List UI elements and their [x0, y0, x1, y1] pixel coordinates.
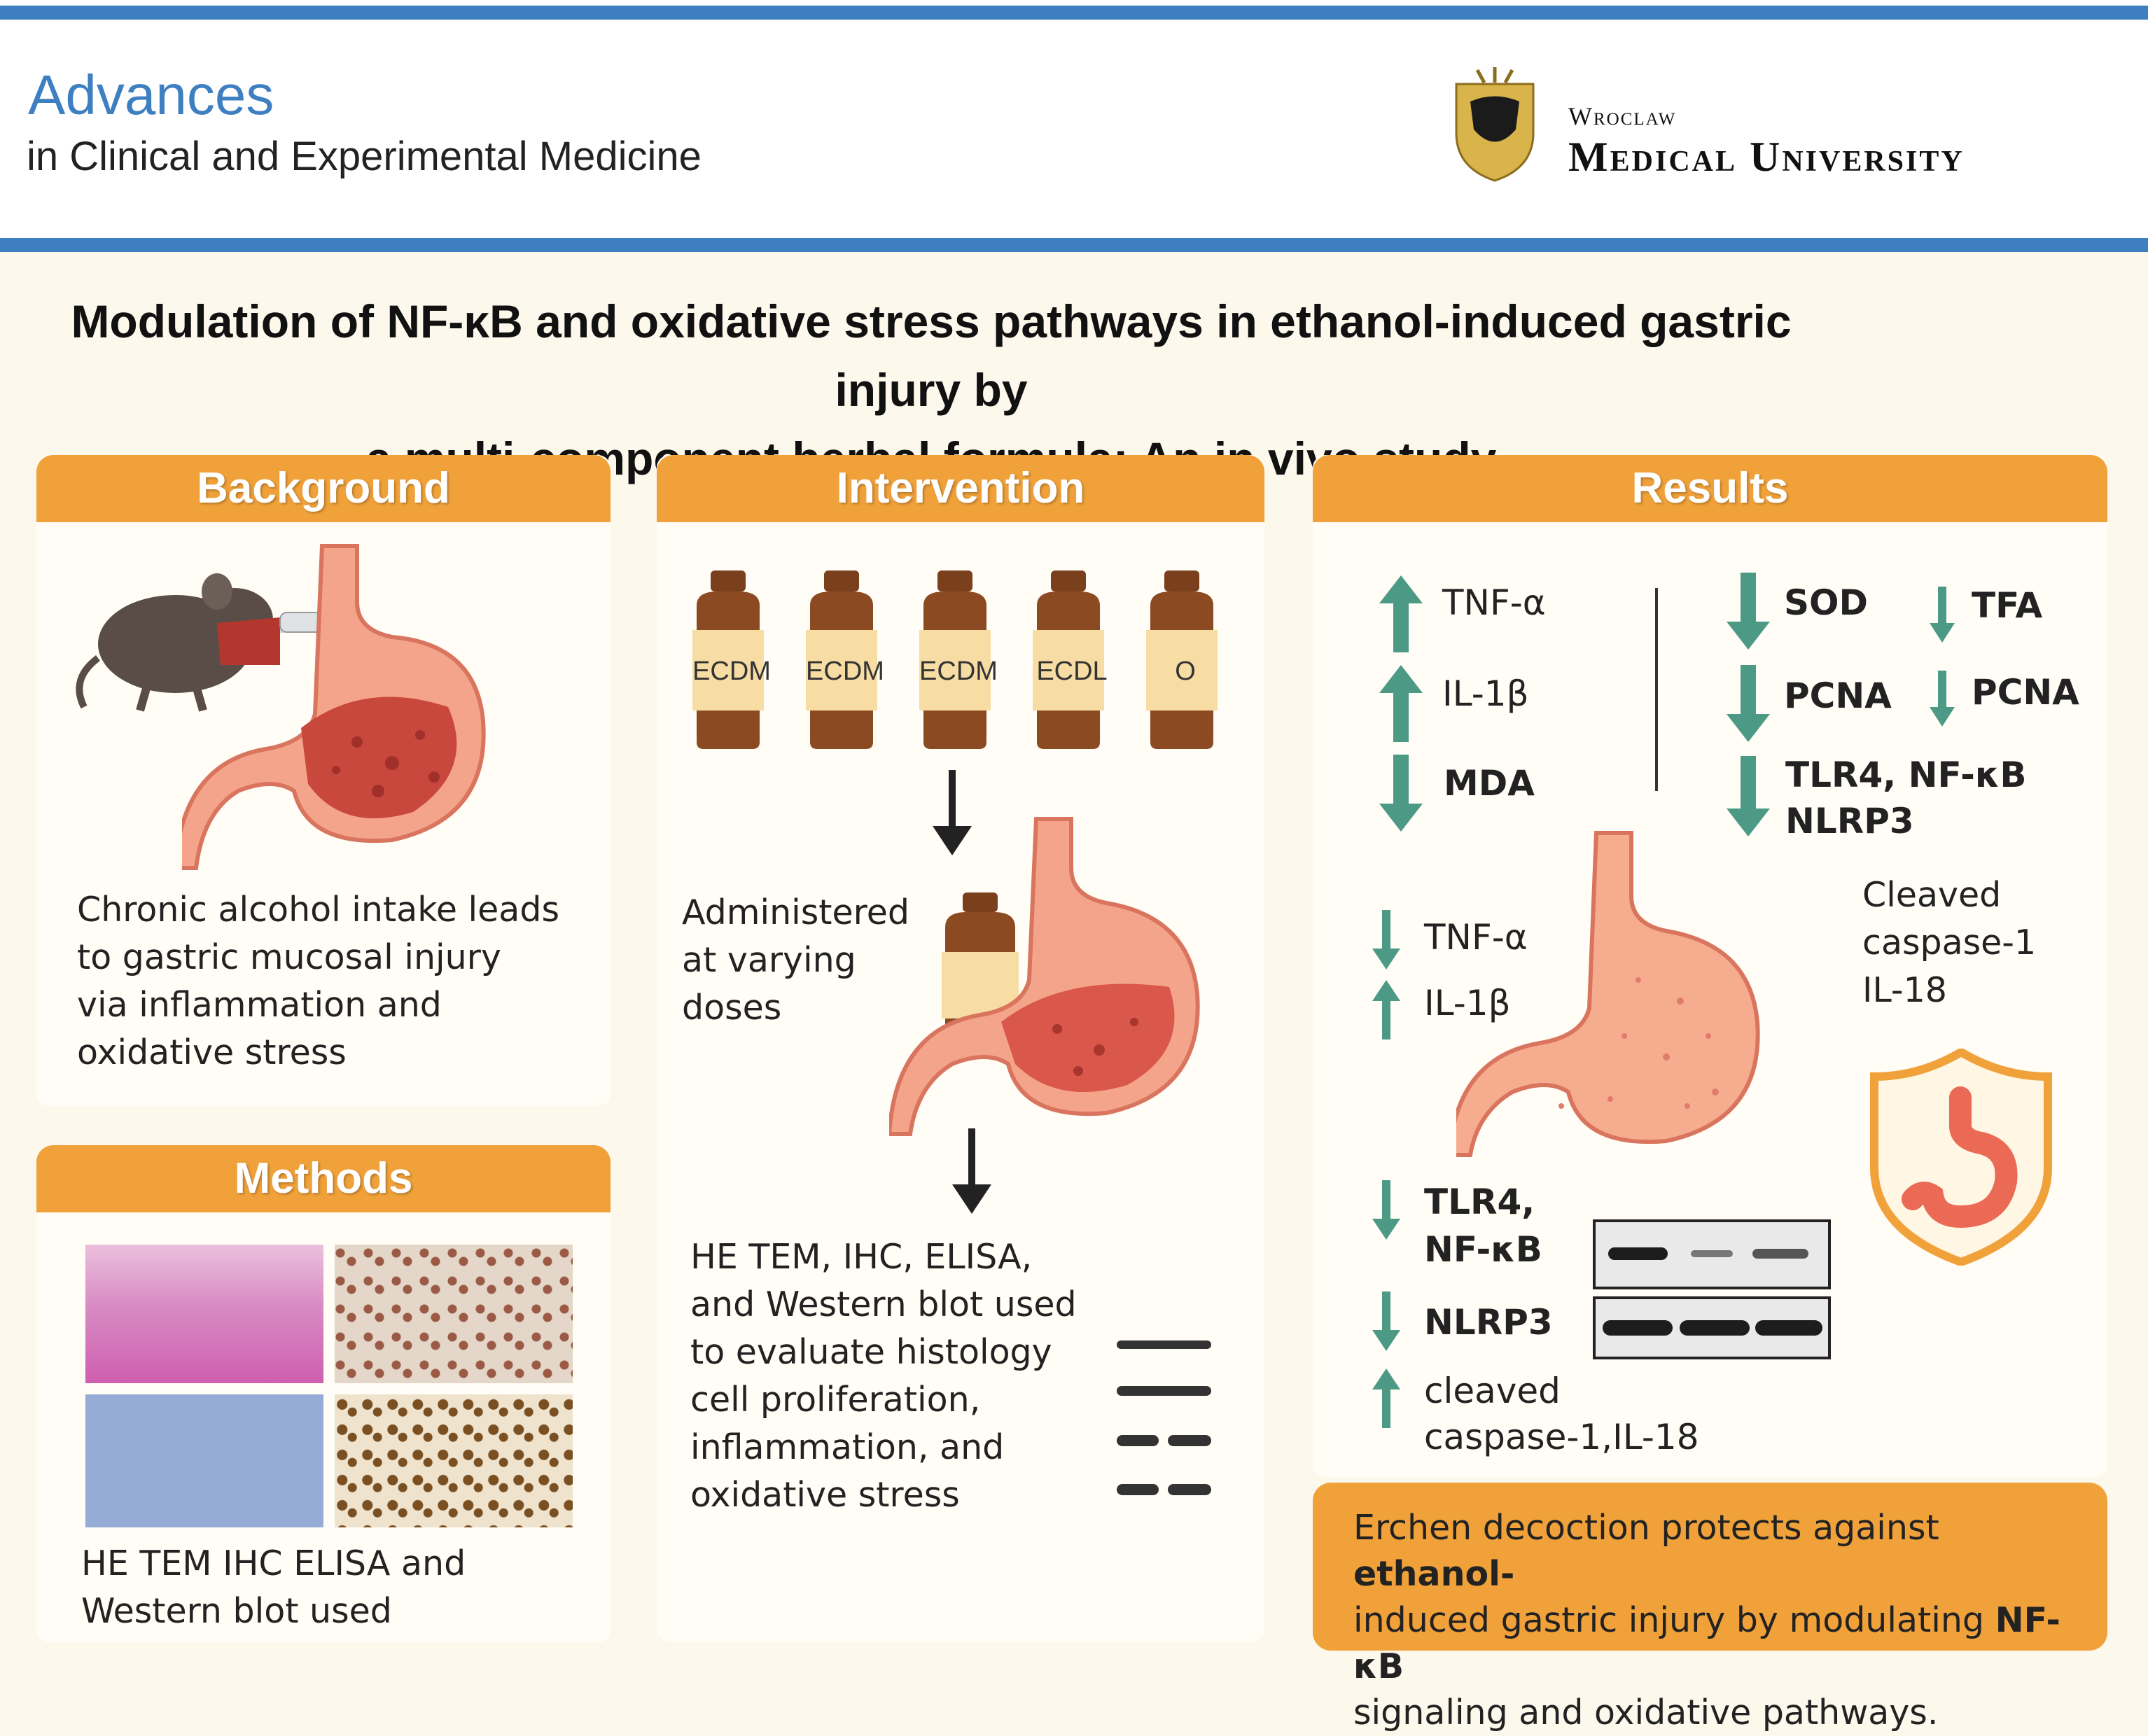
healed-stomach-illustration	[1456, 831, 1760, 1157]
result-label: IL-1β	[1424, 983, 1511, 1023]
arrow-down-icon	[1727, 573, 1770, 650]
arrow-up-icon	[1372, 1368, 1400, 1428]
journal-subtitle: in Clinical and Experimental Medicine	[27, 134, 702, 179]
bottle-icon	[692, 570, 764, 749]
rat-gavage-illustration	[76, 573, 343, 712]
result-label: MDA	[1444, 763, 1535, 804]
cleaved-note-line: IL-18	[1862, 970, 1947, 1010]
conclusion-box: Erchen decoction protects against ethano…	[1313, 1483, 2107, 1732]
background-text: Chronic alcohol intake leads to gastric …	[77, 886, 559, 1077]
result-label: NLRP3	[1424, 1302, 1553, 1343]
arrow-down-icon	[952, 1128, 991, 1214]
administration-text: Administered at varying doses	[682, 889, 909, 1032]
result-label: NF-κB	[1424, 1229, 1542, 1270]
methods-caption-line: HE TEM IHC ELISA and	[81, 1544, 466, 1583]
university-name-line1: Wroclaw	[1568, 102, 1677, 130]
result-label: PCNA	[1784, 676, 1892, 716]
result-label: TLR4, NF-κB	[1785, 755, 2027, 795]
evaluation-text-line: to evaluate histology	[690, 1332, 1052, 1372]
top-blue-rule	[0, 6, 2148, 20]
arrow-down-icon	[1372, 1180, 1400, 1240]
evaluation-text-line: inflammation, and	[690, 1427, 1005, 1467]
result-label: NLRP3	[1785, 801, 1914, 841]
results-heading: Results	[1313, 455, 2107, 522]
result-label: TLR4,	[1424, 1182, 1535, 1222]
divider	[1655, 588, 1658, 791]
result-label: cleaved	[1424, 1371, 1561, 1411]
cleaved-note-line: Cleaved	[1862, 875, 2002, 915]
bottle-icon	[1033, 570, 1104, 749]
elisa-image	[335, 1394, 573, 1527]
journal-header	[0, 0, 2148, 252]
conclusion-text: Erchen decoction protects against	[1353, 1508, 1939, 1548]
university-name-line2: Medical University	[1568, 134, 1965, 180]
bottle-icon	[806, 570, 877, 749]
injured-stomach-illustration	[182, 544, 486, 870]
bottle-label: ECDL	[1036, 657, 1108, 686]
cleaved-note-line: caspase-1	[1862, 923, 2037, 962]
methods-caption: HE TEM IHC ELISA and Western blot used	[81, 1540, 466, 1635]
tem-image	[85, 1394, 323, 1527]
background-heading: Background	[36, 455, 611, 522]
evaluation-text-line: HE TEM, IHC, ELISA,	[690, 1237, 1033, 1277]
result-label: TNF-α	[1442, 582, 1546, 623]
herbal-bottles-row	[692, 570, 1218, 749]
administration-text-line: doses	[682, 988, 782, 1028]
treated-stomach-illustration	[889, 817, 1200, 1136]
bottle-label: ECDM	[919, 657, 998, 686]
arrow-up-icon	[1379, 575, 1423, 652]
shield-icon	[1870, 1049, 2052, 1266]
journal-name: Advances	[28, 64, 274, 126]
bottle-icon	[1146, 570, 1218, 749]
arrow-up-icon	[1379, 665, 1423, 742]
ihc-stain-image	[335, 1245, 573, 1383]
western-blot-box	[1593, 1219, 1831, 1289]
arrow-down-icon	[1930, 587, 1955, 643]
western-blot-box	[1593, 1296, 1831, 1359]
conclusion-text: signaling and oxidative pathways.	[1353, 1693, 1939, 1732]
background-text-line: Chronic alcohol intake leads	[77, 890, 559, 930]
background-text-line: via inflammation and	[77, 985, 442, 1025]
arrow-down-icon	[1930, 671, 1955, 727]
result-label: caspase-1,IL-18	[1424, 1417, 1699, 1457]
title-line-1: Modulation of NF-κB and oxidative stress…	[71, 295, 1792, 416]
arrow-down-icon	[1379, 755, 1423, 832]
result-label: IL-1β	[1442, 673, 1529, 714]
evaluation-text-line: and Western blot used	[690, 1284, 1077, 1324]
conclusion-highlight: ethanol-	[1353, 1554, 1515, 1594]
evaluation-text-line: oxidative stress	[690, 1475, 960, 1515]
bottle-label: ECDM	[692, 657, 771, 686]
administration-text-line: at varying	[682, 940, 856, 980]
administration-text-line: Administered	[682, 892, 909, 932]
cleaved-note: Cleaved caspase-1 IL-18	[1862, 872, 2036, 1014]
bottle-icon	[919, 570, 991, 749]
intervention-heading: Intervention	[657, 455, 1264, 522]
conclusion-text: induced gastric injury by modulating	[1353, 1600, 1995, 1640]
background-text-line: to gastric mucosal injury	[77, 937, 501, 977]
arrow-down-icon	[1372, 910, 1400, 969]
arrow-down-icon	[1727, 756, 1770, 836]
arrow-down-icon	[1727, 665, 1770, 742]
header-blue-rule	[0, 238, 2148, 252]
evaluation-text: HE TEM, IHC, ELISA, and Western blot use…	[690, 1233, 1077, 1519]
evaluation-text-line: cell proliferation,	[690, 1380, 981, 1420]
result-label: TNF-α	[1424, 917, 1528, 958]
he-stain-image	[85, 1245, 323, 1383]
methods-caption-line: Western blot used	[81, 1591, 392, 1631]
background-text-line: oxidative stress	[77, 1032, 347, 1072]
result-label: PCNA	[1972, 672, 2079, 713]
university-crest-icon	[1455, 67, 1535, 182]
bottle-label: ECDM	[806, 657, 884, 686]
arrow-down-icon	[933, 770, 972, 855]
arrow-up-icon	[1372, 980, 1400, 1040]
result-label: SOD	[1784, 582, 1869, 623]
bottle-label: O	[1175, 657, 1196, 686]
arrow-down-icon	[1372, 1292, 1400, 1351]
methods-panel: Methods	[36, 1145, 611, 1642]
result-label: TFA	[1972, 585, 2043, 626]
methods-heading: Methods	[36, 1145, 611, 1212]
western-blot-bands	[1117, 1340, 1211, 1495]
